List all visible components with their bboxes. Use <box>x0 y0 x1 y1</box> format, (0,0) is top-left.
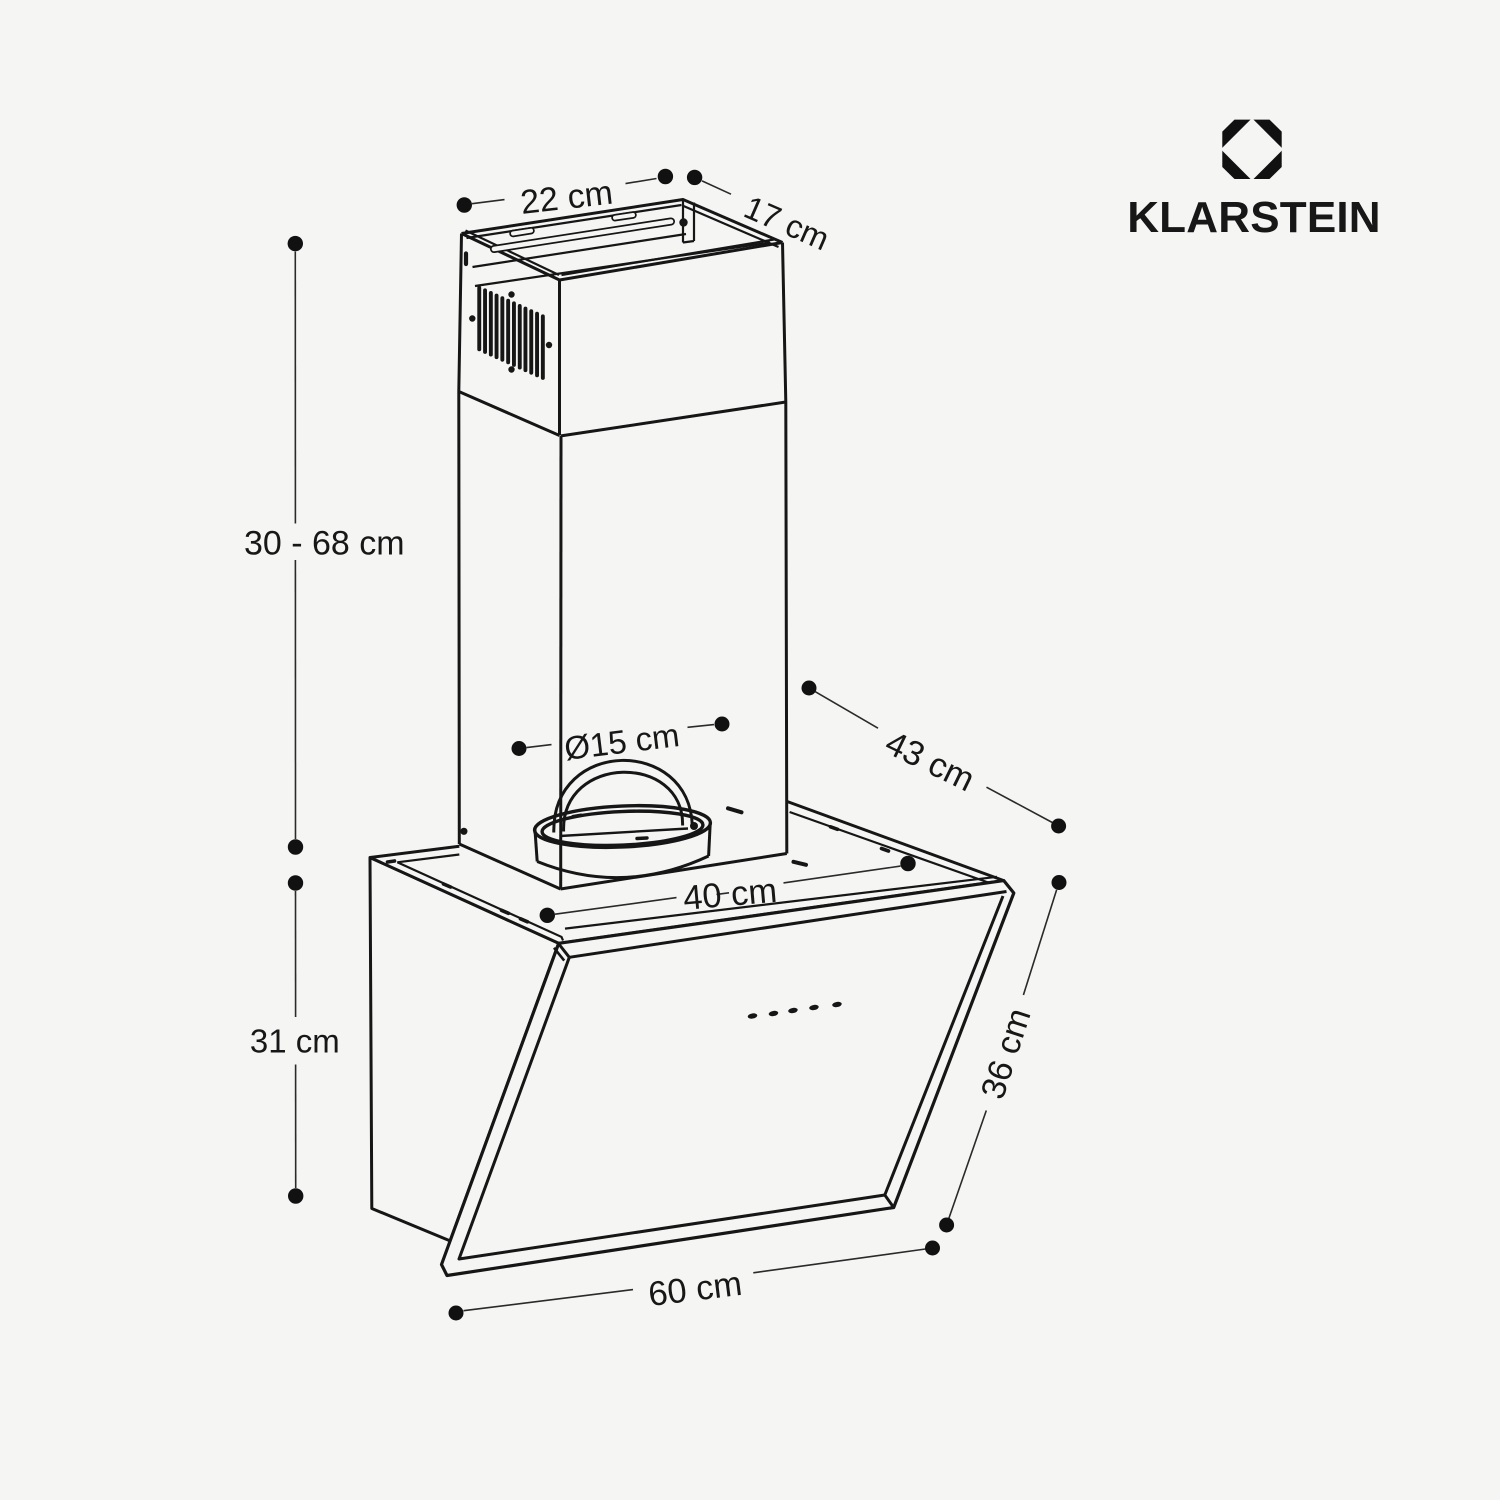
svg-text:40 cm: 40 cm <box>682 872 779 918</box>
svg-text:31 cm: 31 cm <box>250 1023 340 1060</box>
svg-text:KLARSTEIN: KLARSTEIN <box>1127 193 1381 242</box>
svg-text:30 - 68 cm: 30 - 68 cm <box>244 525 405 563</box>
